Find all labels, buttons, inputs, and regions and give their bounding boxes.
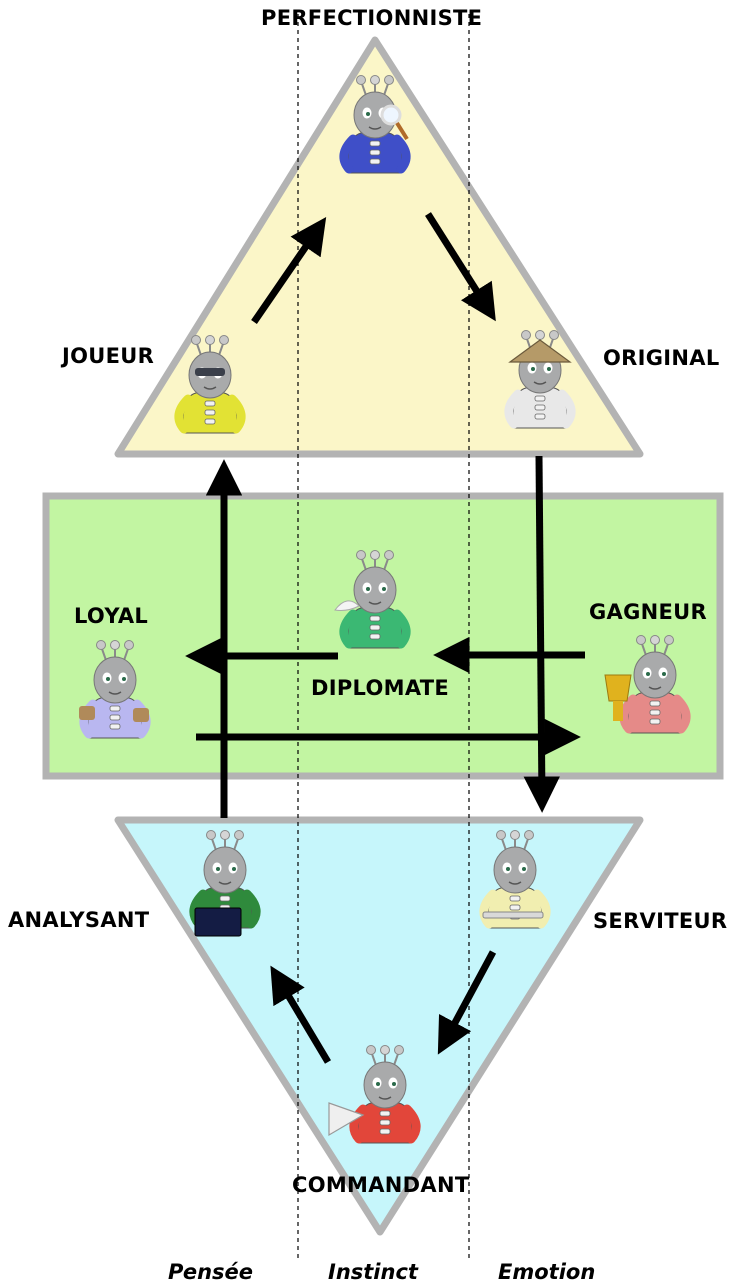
book-icon: [194, 907, 242, 937]
megaphone-icon: [328, 1102, 365, 1137]
axis-label-emotion: Emotion: [498, 1260, 596, 1284]
hat-icon: [508, 339, 572, 363]
label-perfectionniste: PERFECTIONNISTE: [261, 6, 483, 30]
figure-original: [504, 330, 576, 429]
label-serviteur: SERVITEUR: [593, 909, 728, 933]
figure-analysant: [189, 830, 261, 937]
figure-perfectionniste: [339, 75, 411, 174]
trophy-icon: [604, 674, 632, 721]
tray-icon: [482, 911, 544, 919]
figure-diplomate: [334, 550, 411, 649]
figure-serviteur: [479, 830, 551, 929]
label-gagneur: GAGNEUR: [589, 600, 707, 624]
arrows: [185, 212, 585, 1064]
arrow-perfectionniste-to-original: [425, 212, 496, 322]
arrow-commandant-to-analysant: [270, 965, 332, 1064]
label-analysant: ANALYSANT: [8, 908, 150, 932]
sunglasses-icon: [195, 368, 225, 376]
arrow-original-to-serviteur: [523, 455, 560, 813]
arrow-joueur-to-perfectionniste: [251, 217, 327, 324]
arrow-serviteur-to-commandant: [437, 950, 497, 1055]
axis-label-instinct: Instinct: [328, 1260, 418, 1284]
figure-commandant: [328, 1045, 421, 1144]
magnifier-icon: [380, 104, 409, 141]
dove-icon: [334, 600, 360, 611]
label-original: ORIGINAL: [603, 346, 720, 370]
label-loyal: LOYAL: [74, 604, 149, 628]
axis-label-pensee: Pensée: [168, 1260, 254, 1284]
figure-gagneur: [604, 635, 691, 734]
figure-loyal: [79, 640, 151, 739]
label-joueur: JOUEUR: [62, 344, 155, 368]
figure-joueur: [174, 335, 246, 434]
puzzle-icon: [79, 706, 149, 722]
label-diplomate: DIPLOMATE: [311, 676, 450, 700]
body-center-triangle: [114, 816, 644, 1236]
label-commandant: COMMANDANT: [292, 1173, 470, 1197]
head-center-triangle: [114, 36, 644, 458]
